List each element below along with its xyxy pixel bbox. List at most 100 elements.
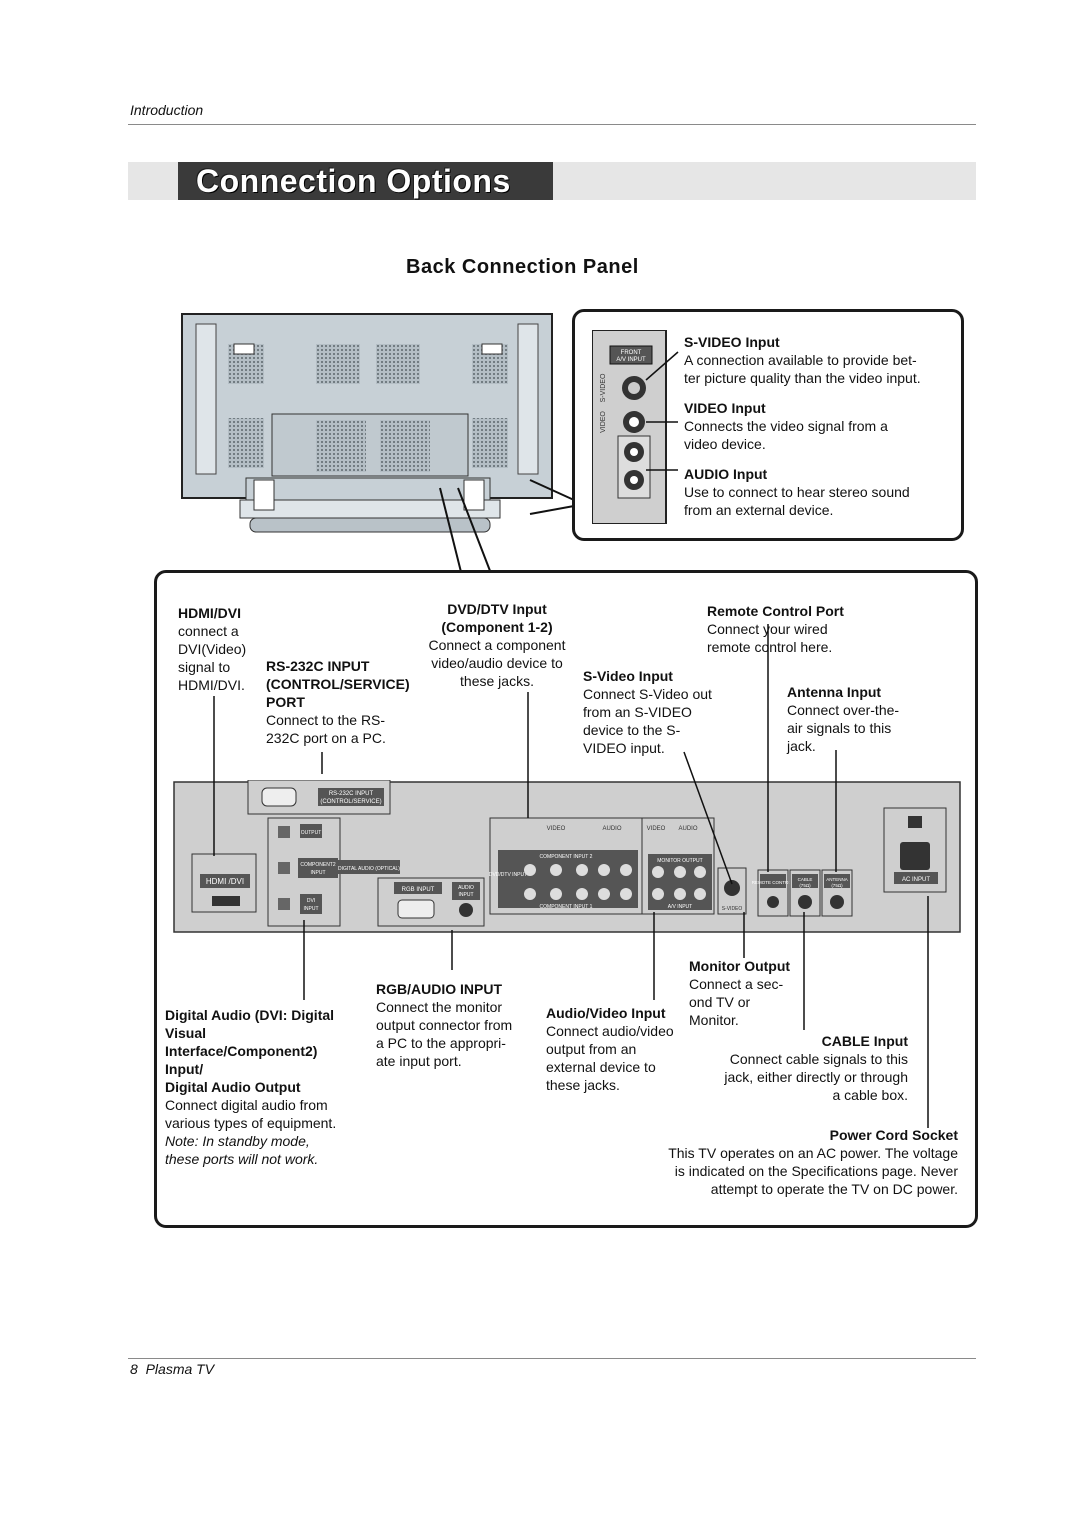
rs232-callout: RS-232C INPUT (CONTROL/SERVICE) PORT Con…: [266, 657, 410, 747]
hdmi-line-3: signal to: [178, 659, 231, 675]
monitor-callout: Monitor Output Connect a sec- ond TV or …: [689, 957, 790, 1029]
page-title: Connection Options: [196, 163, 511, 199]
front-panel-label-2: A/V INPUT: [616, 357, 646, 363]
s-video-panel-label: S-VIDEO: [722, 906, 743, 912]
footer: 8 Plasma TV: [130, 1361, 214, 1377]
front-av-jacks: FRONT A/V INPUT S-VIDEO VIDEO: [592, 330, 679, 524]
rgb-callout: RGB/AUDIO INPUT Connect the monitor outp…: [376, 980, 512, 1070]
hdmi-line-4: HDMI/DVI.: [178, 677, 245, 693]
dvd-line-1: Connect a component: [428, 637, 566, 653]
digital-audio-note: Note: In standby mode,: [165, 1133, 310, 1149]
digital-audio-heading-4: Input/: [165, 1061, 204, 1077]
title-box: [178, 162, 553, 200]
front-panel-descriptions: S-VIDEO Input A connection available to …: [684, 333, 954, 519]
component-video-label: VIDEO: [547, 826, 566, 832]
rgb-heading: RGB/AUDIO INPUT: [376, 981, 502, 997]
rs232-panel-sublabel: (CONTROL/SERVICE): [320, 799, 381, 805]
remote-line-2: remote control here.: [707, 639, 833, 655]
section-label: Introduction: [130, 102, 204, 118]
rs232-heading-3: PORT: [266, 694, 305, 710]
svideo-input-line-1: A connection available to provide bet-: [684, 352, 917, 368]
component-audio-label: AUDIO: [602, 826, 621, 832]
svideo-line-4: VIDEO input.: [583, 740, 665, 756]
monitor-line-1: Connect a sec-: [689, 976, 784, 992]
av-audio-label: AUDIO: [678, 826, 697, 832]
audio-input-panel-label: INPUT: [459, 892, 474, 898]
page-subtitle: Back Connection Panel: [406, 256, 639, 278]
audio-panel-label: AUDIO: [458, 885, 474, 891]
power-line-3: attempt to operate the TV on DC power.: [710, 1181, 958, 1197]
antenna-line-2: air signals to this: [787, 720, 892, 736]
av-heading: Audio/Video Input: [546, 1005, 666, 1021]
video-input-heading: VIDEO Input: [684, 400, 766, 416]
monitor-line-3: Monitor.: [689, 1012, 739, 1028]
dvd-line-2: video/audio device to: [431, 655, 563, 671]
rs232-heading-2: (CONTROL/SERVICE): [266, 676, 410, 692]
power-heading: Power Cord Socket: [829, 1127, 958, 1143]
cable-line-1: Connect cable signals to this: [729, 1051, 908, 1067]
hdmi-callout: HDMI/DVI connect a DVI(Video) signal to …: [178, 604, 246, 694]
front-panel-label-1: FRONT: [621, 350, 642, 356]
av-line-3: external device to: [546, 1059, 656, 1075]
rgb-line-1: Connect the monitor: [376, 999, 503, 1015]
cable-ohm-label: (75Ω): [799, 883, 811, 888]
video-input-line-1: Connects the video signal from a: [684, 418, 888, 434]
cable-line-2: jack, either directly or through: [724, 1069, 908, 1085]
rgb-input-panel-label: RGB INPUT: [402, 887, 435, 893]
footer-rule: [128, 1358, 976, 1359]
antenna-line-1: Connect over-the-: [787, 702, 900, 718]
audio-input-heading: AUDIO Input: [684, 466, 768, 482]
side-label-video: VIDEO: [600, 411, 607, 433]
dvd-subheading: (Component 1-2): [441, 619, 553, 635]
cable-callout: CABLE Input Connect cable signals to thi…: [690, 1032, 908, 1104]
av-input-panel-label: A/V INPUT: [668, 904, 692, 910]
video-input-line-2: video device.: [684, 436, 766, 452]
power-callout: Power Cord Socket This TV operates on an…: [610, 1126, 958, 1198]
digital-audio-optical-label: DIGITAL AUDIO (OPTICAL): [338, 866, 400, 872]
cable-heading: CABLE Input: [821, 1033, 908, 1049]
remote-control-panel-label: REMOTE CONTROL: [752, 880, 795, 885]
header-rule: [128, 124, 976, 125]
svideo-input-line-2: ter picture quality than the video input…: [684, 370, 921, 386]
rgb-line-3: a PC to the appropri-: [376, 1035, 506, 1051]
power-line-2: is indicated on the Specifications page.…: [674, 1163, 958, 1179]
digital-audio-heading-2: Visual: [165, 1025, 206, 1041]
antenna-line-3: jack.: [787, 738, 816, 754]
side-label-svideo: S-VIDEO: [600, 373, 607, 402]
av-line-4: these jacks.: [546, 1077, 620, 1093]
rear-panel-illustration: RS-232C INPUT (CONTROL/SERVICE) HDMI /DV…: [173, 780, 961, 933]
rgb-line-2: output connector from: [376, 1017, 513, 1033]
rgb-line-4: ate input port.: [376, 1053, 462, 1069]
remote-callout: Remote Control Port Connect your wired r…: [707, 602, 844, 656]
monitor-line-2: ond TV or: [689, 994, 751, 1010]
digital-audio-line-1: Connect digital audio from: [165, 1097, 328, 1113]
svideo-heading: S-Video Input: [583, 668, 673, 684]
remote-line-1: Connect your wired: [707, 621, 828, 637]
rs232-line-2: 232C port on a PC.: [266, 730, 386, 746]
component-input-2-label: COMPONENT INPUT 2: [540, 854, 593, 860]
digital-audio-line-2: various types of equipment.: [165, 1115, 337, 1131]
antenna-heading: Antenna Input: [787, 684, 882, 700]
antenna-panel-label: ANTENNA: [826, 877, 848, 882]
svideo-line-1: Connect S-Video out: [583, 686, 712, 702]
rs232-panel-label: RS-232C INPUT: [329, 791, 374, 797]
av-line-1: Connect audio/video: [546, 1023, 674, 1039]
antenna-ohm-label: (75Ω): [831, 883, 843, 888]
output-panel-label: OUTPUT: [301, 830, 322, 836]
audio-input-line-1: Use to connect to hear stereo sound: [684, 484, 910, 500]
product-name: Plasma TV: [145, 1361, 215, 1377]
digital-audio-heading-1: Digital Audio (DVI: Digital: [165, 1007, 335, 1023]
input-panel-label: INPUT: [311, 870, 326, 876]
hdmi-line-1: connect a: [178, 623, 239, 639]
digital-audio-heading-5: Digital Audio Output: [165, 1079, 301, 1095]
dvd-dtv-input-label: DVD/DTV INPUT: [489, 872, 527, 878]
digital-audio-heading-3: Interface/Component2): [165, 1043, 318, 1059]
dvd-callout: DVD/DTV Input (Component 1-2) Connect a …: [422, 600, 572, 690]
av-callout: Audio/Video Input Connect audio/video ou…: [546, 1004, 674, 1094]
digital-audio-note-2: these ports will not work.: [165, 1151, 319, 1167]
page-number: 8: [130, 1361, 138, 1377]
rs232-heading-1: RS-232C INPUT: [266, 658, 370, 674]
svideo-callout: S-Video Input Connect S-Video out from a…: [583, 667, 712, 757]
dvd-line-3: these jacks.: [460, 673, 534, 689]
